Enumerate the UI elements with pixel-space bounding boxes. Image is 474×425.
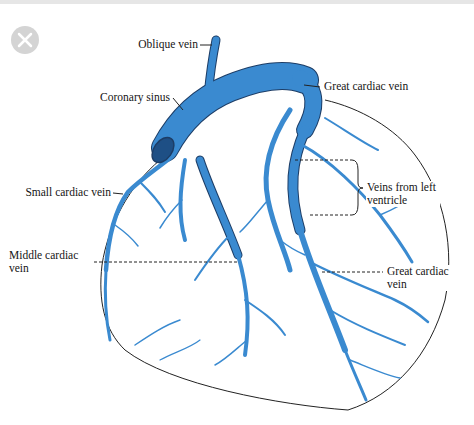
part-label: Great cardiac vein	[323, 80, 409, 93]
part-label: Small cardiac vein	[24, 186, 112, 199]
top-bar	[0, 0, 474, 4]
part-label: Coronary sinus	[99, 91, 171, 104]
part-label: Middle cardiac vein	[8, 249, 94, 275]
close-icon	[11, 26, 39, 54]
part-label: Veins from left ventricle	[366, 181, 440, 207]
part-label: Oblique vein	[137, 38, 199, 51]
part-label: Great cardiac vein	[386, 265, 466, 291]
